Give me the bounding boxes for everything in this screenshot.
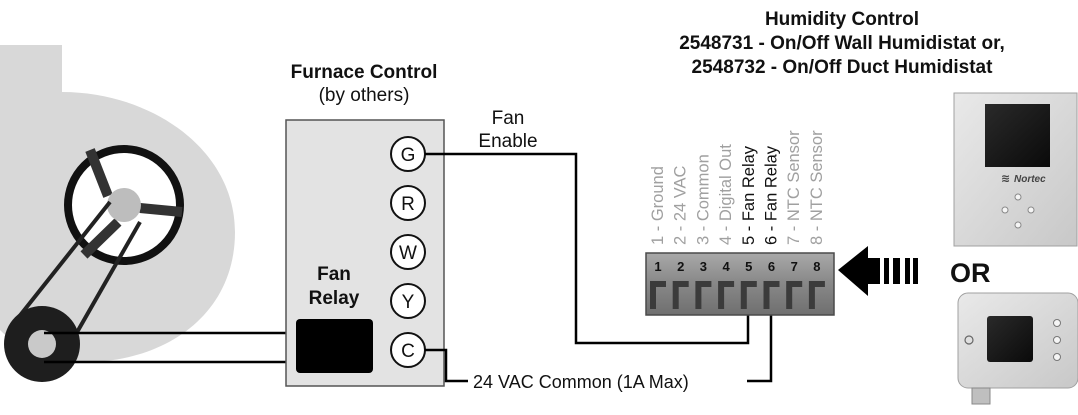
fan-relay-label-2: Relay bbox=[309, 288, 360, 309]
blower-wheel-icon bbox=[64, 145, 184, 265]
insert-arrow-icon bbox=[838, 246, 918, 296]
wall-humidistat-screen bbox=[985, 104, 1050, 167]
furnace-control-subtitle: (by others) bbox=[319, 85, 410, 106]
humidity-control-title: Humidity Control bbox=[765, 9, 919, 30]
duct-humidistat-button-mid bbox=[1053, 336, 1061, 344]
furnace-control-title: Furnace Control bbox=[291, 62, 438, 83]
wall-humidistat-button-right bbox=[1027, 206, 1035, 214]
terminal-slot-8 bbox=[808, 281, 825, 309]
humidity-control-line-1: 2548731 - On/Off Wall Humidistat or, bbox=[679, 33, 1005, 54]
motor-wires bbox=[44, 331, 296, 364]
terminal-label-3: 3 - Common bbox=[694, 154, 712, 245]
fan-enable-wire bbox=[425, 152, 750, 345]
terminal-c-label: C bbox=[401, 341, 415, 362]
terminal-number-1: 1 bbox=[654, 259, 661, 274]
terminal-label-4: 4 - Digital Out bbox=[717, 144, 735, 245]
terminal-screws bbox=[650, 281, 825, 309]
terminal-number-6: 6 bbox=[768, 259, 775, 274]
terminal-label-8: 8 - NTC Sensor bbox=[808, 130, 826, 245]
terminal-label-1: 1 - Ground bbox=[649, 166, 667, 245]
terminal-w-label: W bbox=[399, 243, 417, 264]
terminal-y-label: Y bbox=[402, 292, 415, 313]
motor-pulley-icon bbox=[4, 306, 80, 382]
terminal-label-7: 7 - NTC Sensor bbox=[785, 130, 803, 245]
duct-humidistat-power-icon bbox=[964, 335, 974, 345]
terminal-slot-3 bbox=[695, 281, 712, 309]
wall-humidistat-brand-logo: ≋ bbox=[1001, 173, 1010, 185]
fan-relay-box bbox=[296, 319, 373, 373]
terminal-slot-2 bbox=[672, 281, 689, 309]
fan-enable-label-2: Enable bbox=[478, 131, 537, 152]
terminal-slot-4 bbox=[718, 281, 735, 309]
terminal-slot-1 bbox=[650, 281, 666, 309]
duct-humidistat-button-up bbox=[1053, 319, 1061, 327]
terminal-w-circle bbox=[390, 234, 426, 270]
humidity-control-line-2: 2548732 - On/Off Duct Humidistat bbox=[692, 57, 994, 78]
terminal-g-label: G bbox=[401, 145, 416, 166]
terminal-number-7: 7 bbox=[791, 259, 798, 274]
duct-humidistat-screen bbox=[987, 316, 1033, 362]
common-wire-label: 24 VAC Common (1A Max) bbox=[473, 372, 689, 392]
terminal-y-circle bbox=[390, 283, 426, 319]
fan-enable-label-1: Fan bbox=[492, 108, 525, 129]
common-wire bbox=[425, 312, 773, 383]
fan-relay-label-1: Fan bbox=[317, 264, 351, 285]
terminal-slot-5 bbox=[740, 281, 757, 309]
duct-humidistat-button-down bbox=[1053, 353, 1061, 361]
terminal-label-6: 6 - Fan Relay bbox=[763, 145, 781, 245]
terminal-number-4: 4 bbox=[722, 259, 730, 274]
wall-humidistat bbox=[953, 92, 1078, 247]
terminal-number-2: 2 bbox=[677, 259, 684, 274]
wall-humidistat-button-down bbox=[1014, 221, 1022, 229]
terminal-slot-6 bbox=[763, 281, 780, 309]
or-label: OR bbox=[950, 258, 991, 288]
terminal-slot-7 bbox=[786, 281, 803, 309]
wall-humidistat-button-left bbox=[1001, 206, 1009, 214]
terminal-label-2: 2 - 24 VAC bbox=[672, 165, 690, 245]
terminal-number-3: 3 bbox=[700, 259, 707, 274]
wall-humidistat-brand: Nortec bbox=[1014, 174, 1046, 185]
terminal-number-5: 5 bbox=[745, 259, 752, 274]
duct-humidistat-cable-gland bbox=[971, 387, 991, 405]
terminal-r-label: R bbox=[401, 194, 415, 215]
furnace-terminals: G R W Y C bbox=[390, 136, 426, 368]
duct-humidistat bbox=[957, 292, 1078, 405]
terminal-number-8: 8 bbox=[813, 259, 820, 274]
terminal-label-5: 5 - Fan Relay bbox=[740, 145, 758, 245]
terminal-r-circle bbox=[390, 185, 426, 221]
wall-humidistat-button-up bbox=[1014, 193, 1022, 201]
